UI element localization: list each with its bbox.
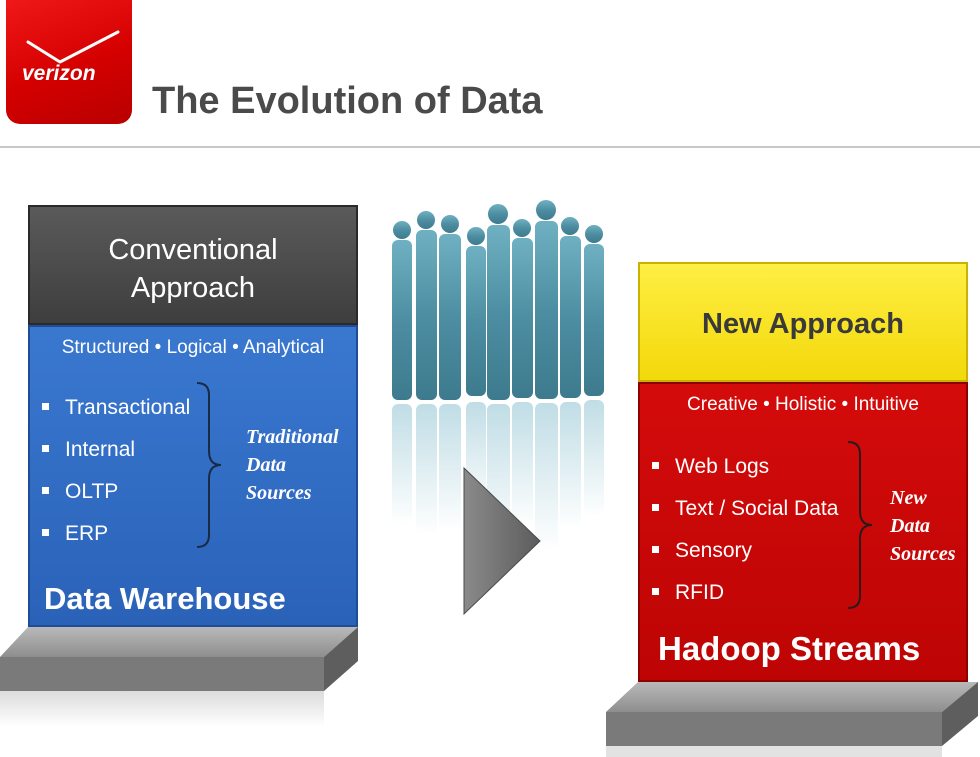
bullet-icon (42, 402, 49, 410)
bullet-icon (652, 461, 659, 469)
list-item: Text / Social Data (652, 496, 838, 538)
conventional-list: Transactional Internal OLTP ERP (42, 395, 190, 563)
new-list: Web Logs Text / Social Data Sensory RFID (652, 454, 838, 622)
bullet-icon (652, 545, 659, 553)
conventional-pedestal (0, 627, 358, 727)
right-brace-icon (196, 382, 222, 548)
list-item: Sensory (652, 538, 838, 580)
play-arrow-icon (463, 466, 541, 616)
new-approach-body: Creative • Holistic • Intuitive Web Logs… (638, 382, 968, 682)
bullet-icon (652, 587, 659, 595)
conventional-heading-line1: Conventional (108, 234, 278, 266)
list-item: Transactional (42, 395, 190, 437)
conventional-heading-line2: Approach (130, 272, 256, 304)
list-item: ERP (42, 521, 190, 563)
bullet-icon (42, 528, 49, 536)
hadoop-streams-label: Hadoop Streams (658, 630, 921, 667)
list-item: Internal (42, 437, 190, 479)
list-item: OLTP (42, 479, 190, 521)
header-divider (0, 146, 980, 148)
verizon-check-icon (26, 30, 120, 64)
conventional-approach-body: Structured • Logical • Analytical Transa… (28, 325, 358, 627)
right-brace-icon (847, 441, 873, 609)
new-pedestal (606, 682, 978, 757)
logo-text: verizon (22, 62, 96, 85)
page-title: The Evolution of Data (152, 80, 543, 122)
list-item: RFID (652, 580, 838, 622)
new-sources-label: New Data Sources (890, 487, 956, 565)
list-item: Web Logs (652, 454, 838, 496)
conventional-approach-heading: Conventional Approach (28, 205, 358, 325)
new-tagline: Creative • Holistic • Intuitive (687, 394, 919, 415)
verizon-logo: verizon (6, 0, 132, 124)
conventional-tagline: Structured • Logical • Analytical (61, 337, 325, 358)
traditional-sources-label: Traditional Data Sources (246, 426, 339, 504)
bullet-icon (652, 503, 659, 511)
new-approach-heading: New Approach (638, 262, 968, 382)
business-people-silhouette-icon (392, 200, 604, 549)
bullet-icon (42, 486, 49, 494)
bullet-icon (42, 444, 49, 452)
data-warehouse-label: Data Warehouse (44, 581, 286, 616)
